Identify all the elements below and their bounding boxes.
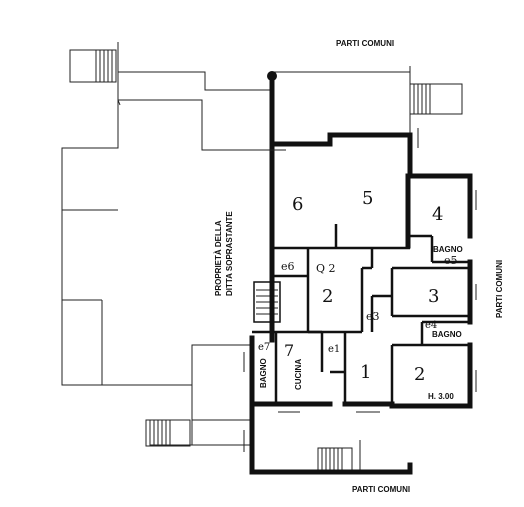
bagno-lower-label: BAGNO [432,330,462,339]
parti-comuni-right-label: PARTI COMUNI [495,260,504,318]
bagno-left-label: BAGNO [259,358,268,388]
staircase-bottom-left [145,419,191,447]
staircase-top-left [69,49,117,83]
staircase-internal [253,281,281,323]
room-3-number: 3 [428,286,439,307]
room-2-center-number: 2 [322,286,333,307]
room-e4-number: e4 [425,320,437,331]
apartment-walls [249,71,473,475]
room-7-number: 7 [284,341,294,360]
parti-comuni-top-label: PARTI COMUNI [336,39,394,48]
proprieta-line2: DITTA SOPRASTANTE [225,211,234,296]
room-e3-number: e3 [366,310,380,323]
room-1-number: 1 [360,362,371,383]
room-e7-number: e7 [258,342,270,353]
proprieta-line1: PROPRIETÀ DELLA [214,220,223,296]
bagno-upper-label: BAGNO [433,245,463,254]
room-4-number: 4 [432,204,443,225]
staircase-bottom-right [317,447,353,471]
room-e1-number: e1 [328,344,340,355]
room-2-bottom-number: 2 [414,364,425,385]
staircase-top-right [409,83,463,115]
room-e6-number: e6 [281,260,295,273]
room-q2-number: Q 2 [316,262,336,275]
room-6-number: 6 [292,194,303,215]
window-marks [243,128,477,452]
parti-comuni-bottom-label: PARTI COMUNI [352,485,410,494]
room-5-number: 5 [362,188,373,209]
interior-partitions [252,224,470,404]
room-e5-number: e5 [444,254,458,267]
cucina-label: CUCINA [294,359,303,390]
height-note: H. 3.00 [428,392,454,401]
